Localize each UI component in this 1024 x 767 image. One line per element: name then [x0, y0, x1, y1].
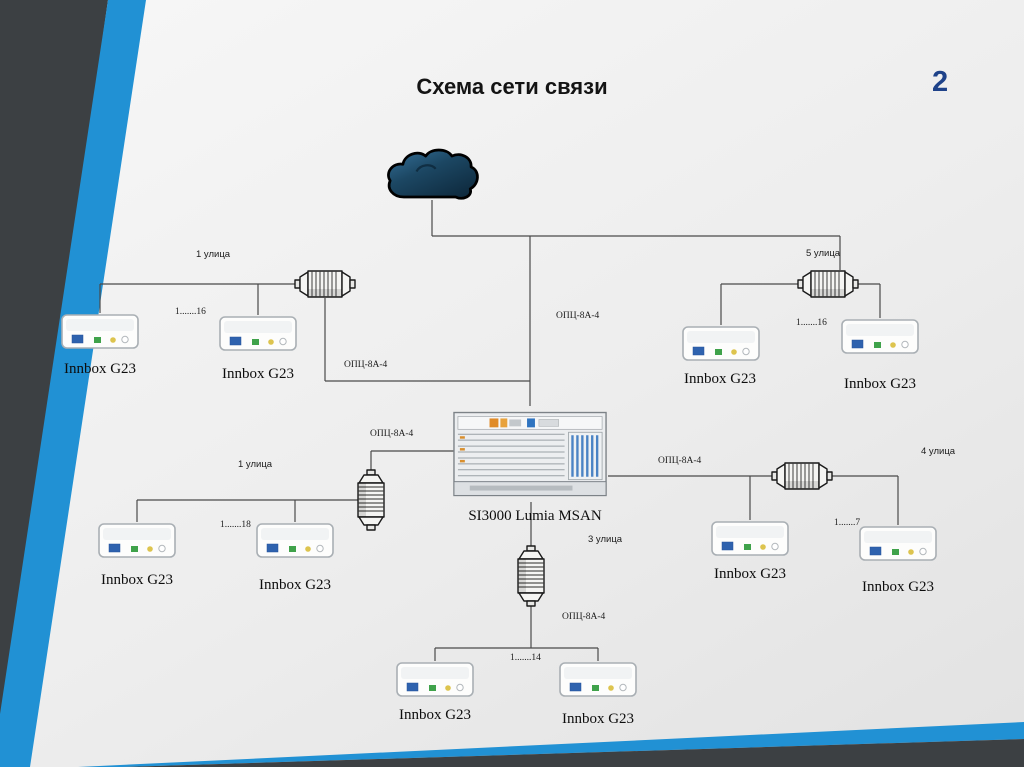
innbox-device-icon [710, 518, 790, 558]
port-range-label: 1.......7 [834, 518, 861, 528]
innbox-device-icon [97, 520, 177, 560]
street-label: 4 улица [921, 446, 956, 457]
cable-label: ОПЦ-8А-4 [658, 456, 702, 466]
device-label: Innbox G23 [63, 361, 137, 377]
device-label: Innbox G23 [683, 371, 757, 387]
street-label: 1 улица [196, 249, 231, 260]
page-number: 2 [932, 66, 949, 98]
innbox-device-icon [681, 323, 761, 363]
splice-closure-icon [797, 269, 859, 299]
device-label: Innbox G23 [258, 577, 332, 593]
splice-closure-icon [771, 461, 833, 491]
bottom-dark-stripe [122, 739, 1024, 767]
innbox-device-icon [558, 659, 638, 699]
cable-label: ОПЦ-8А-4 [556, 311, 600, 321]
street-label: 5 улица [806, 248, 841, 259]
port-range-label: 1.......14 [510, 653, 541, 663]
device-label: Innbox G23 [100, 572, 174, 588]
msan-label: SI3000 Lumia MSAN [468, 508, 602, 524]
cloud-icon [382, 142, 482, 212]
innbox-device-icon [840, 316, 920, 356]
device-label: Innbox G23 [561, 711, 635, 727]
innbox-device-icon [255, 520, 335, 560]
port-range-label: 1.......16 [175, 307, 206, 317]
msan-chassis-icon [452, 406, 610, 502]
left-blue-stripe [0, 0, 146, 767]
cable-label: ОПЦ-8А-4 [370, 429, 414, 439]
device-label: Innbox G23 [861, 579, 935, 595]
innbox-device-icon [858, 523, 938, 563]
innbox-device-icon [395, 659, 475, 699]
splice-closure-icon [294, 269, 356, 299]
innbox-device-icon [218, 313, 298, 353]
cable-label: ОПЦ-8А-4 [562, 612, 606, 622]
splice-closure-icon [516, 545, 546, 607]
street-label: 1 улица [238, 459, 273, 470]
page-title: Схема сети связи [416, 74, 608, 99]
device-label: Innbox G23 [843, 376, 917, 392]
device-label: Innbox G23 [713, 566, 787, 582]
splice-closure-icon [356, 469, 386, 531]
port-range-label: 1.......16 [796, 318, 827, 328]
device-label: Innbox G23 [398, 707, 472, 723]
innbox-device-icon [60, 311, 140, 351]
port-range-label: 1.......18 [220, 520, 251, 530]
cable-label: ОПЦ-8А-4 [344, 360, 388, 370]
device-label: Innbox G23 [221, 366, 295, 382]
street-label: 3 улица [588, 534, 623, 545]
bottom-blue-stripe [78, 722, 1024, 767]
